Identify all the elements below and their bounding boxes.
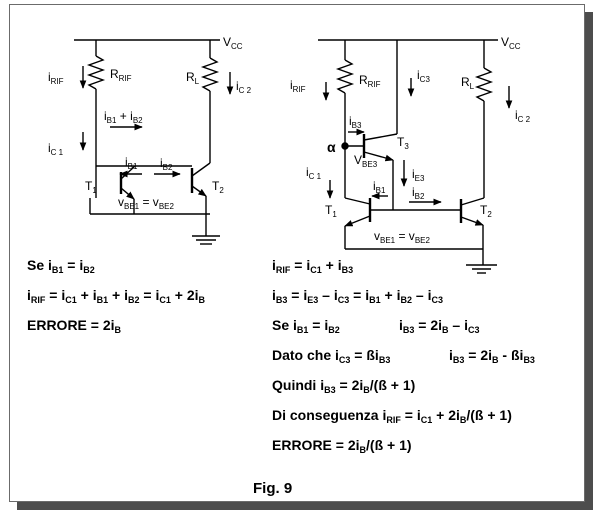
left-ic1-label: iC 1 [48, 141, 64, 157]
right-equation-1: iRIF = iC1 + iB3 [272, 257, 354, 275]
left-ib1-label: iB1 [125, 155, 138, 171]
left-rl-label: RL [186, 70, 200, 86]
right-alpha-label: α [327, 139, 336, 155]
left-ib1-ib2-label: iB1 + iB2 [104, 109, 143, 125]
right-equation-3: Se iB1 = iB2 [272, 317, 340, 335]
right-equation-4: iB3 = 2iB – iC3 [399, 317, 480, 335]
right-ie3-label: iE3 [412, 167, 425, 183]
left-ic2-label: iC 2 [236, 79, 252, 95]
right-ic2-label: iC 2 [515, 108, 531, 124]
left-vbe-label: vBE1 = vBE2 [118, 195, 174, 211]
right-ib3-label: iB3 [349, 114, 362, 130]
right-t1-label: T1 [325, 203, 337, 219]
left-rrif-resistor [86, 55, 106, 90]
right-vcc-label: VCC [501, 35, 521, 51]
left-t2-label: T2 [212, 179, 224, 195]
left-equation-2: iRIF = iC1 + iB1 + iB2 = iC1 + 2iB [27, 287, 206, 305]
left-vcc-label: VCC [223, 35, 243, 51]
right-rl-resistor [474, 67, 494, 102]
right-ic1-label: iC 1 [306, 165, 322, 181]
right-irif-label: iRIF [290, 78, 306, 94]
right-equation-8: Di conseguenza iRIF = iC1 + 2iB/(ß + 1) [272, 407, 512, 425]
right-equation-7: Quindi iB3 = 2iB/(ß + 1) [272, 377, 416, 395]
right-t2-label: T2 [480, 203, 492, 219]
left-rl-resistor [200, 57, 220, 92]
right-equation-2: iB3 = iE3 – iC3 = iB1 + iB2 – iC3 [272, 287, 443, 305]
right-equation-6: iB3 = 2iB - ßiB3 [449, 347, 535, 365]
right-rl-label: RL [461, 75, 475, 91]
left-irif-label: iRIF [48, 70, 64, 86]
left-equation-1: Se iB1 = iB2 [27, 257, 95, 275]
right-ib1-label: iB1 [373, 179, 386, 195]
left-rrif-label: RRIF [110, 67, 132, 83]
right-rrif-resistor [335, 59, 355, 94]
figure-frame [9, 4, 585, 502]
right-ic3-label: iC3 [417, 68, 430, 84]
left-ib2-label: iB2 [160, 156, 173, 172]
left-t1-label: T1 [85, 179, 97, 195]
right-equation-5: Dato che iC3 = ßiB3 [272, 347, 391, 365]
left-equation-3: ERRORE = 2iB [27, 317, 122, 335]
circuit-labels: VCC iRIF RRIF RL iC 2 iB1 + iB2 iC 1 iB1… [48, 35, 531, 245]
right-equation-9: ERRORE = 2iB/(ß + 1) [272, 437, 412, 455]
right-t3-label: T3 [397, 135, 409, 151]
right-rrif-label: RRIF [359, 73, 381, 89]
right-vbe-label: vBE1 = vBE2 [374, 229, 430, 245]
right-ib2-label: iB2 [412, 185, 425, 201]
figure-caption: Fig. 9 [253, 480, 293, 497]
right-circuit [318, 39, 513, 274]
left-circuit [74, 39, 234, 245]
right-vbe3-label: VBE3 [354, 153, 378, 169]
